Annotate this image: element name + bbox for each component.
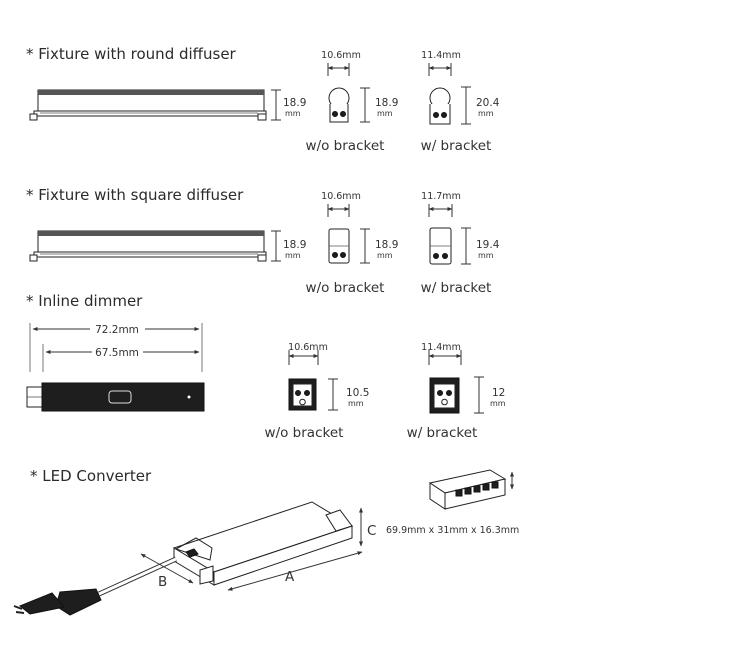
side-height-value: 18.9 [283,97,306,109]
section-title: * LED Converter [30,467,152,485]
body-length-dimension: 67.5mm [42,344,200,372]
mains-plug [13,588,102,616]
side-height-unit: mm [285,251,301,260]
overall-length-value: 72.2mm [95,324,139,336]
side-height-dimension: 18.9 mm [271,230,306,262]
side-height-dimension: 18.9 mm [271,89,306,121]
height-unit: mm [348,399,364,408]
caption-without-bracket: w/o bracket [306,280,385,296]
overall-length-dimension: 72.2mm [29,323,203,372]
dimension-c: C [359,507,376,547]
section-title: * Inline dimmer [26,292,143,310]
width-value: 11.4mm [421,50,461,61]
section-round-diffuser: * Fixture with round diffuser 18.9 mm 10… [26,45,500,154]
converter-box [172,501,354,586]
section-title: * Fixture with round diffuser [26,45,237,63]
profile-without-bracket: 10.6mm 18.9 mm w/o bracket [306,50,399,154]
caption-with-bracket: w/ bracket [421,280,492,296]
height-value: 19.4 [476,239,500,251]
label-a: A [285,569,295,585]
height-value: 10.5 [346,387,369,399]
section-inline-dimmer: * Inline dimmer 72.2mm 67.5mm 10.6mm [26,292,506,441]
width-value: 10.6mm [288,342,328,353]
section-title: * Fixture with square diffuser [26,186,244,204]
converter-dimensions: 69.9mm x 31mm x 16.3mm [386,525,519,536]
side-height-value: 18.9 [283,239,306,251]
profile-without-bracket: 10.6mm 18.9 mm w/o bracket [306,191,399,296]
section-square-diffuser: * Fixture with square diffuser 18.9 mm 1… [26,186,500,296]
width-value: 10.6mm [321,50,361,61]
height-unit: mm [377,251,393,260]
side-height-unit: mm [285,109,301,118]
width-value: 11.4mm [421,342,461,353]
section-led-converter: * LED Converter [13,467,519,616]
height-unit: mm [377,109,393,118]
fixture-side-view [29,230,267,262]
height-unit: mm [490,399,506,408]
width-value: 10.6mm [321,191,361,202]
body-length-value: 67.5mm [95,347,139,359]
label-b: B [158,574,167,590]
profile-with-bracket: 11.7mm 19.4 mm w/ bracket [421,191,500,296]
label-c: C [367,523,376,539]
dimmer-side-view [26,382,205,412]
dimension-a: A [227,551,363,591]
height-value: 18.9 [375,97,398,109]
height-value: 18.9 [375,239,398,251]
height-value: 20.4 [476,97,500,109]
height-value: 12 [492,387,505,399]
profile-with-bracket: 11.4mm 12 mm w/ bracket [407,342,506,441]
connector-block [428,469,514,510]
width-value: 11.7mm [421,191,461,202]
caption-with-bracket: w/ bracket [421,138,492,154]
profile-without-bracket: 10.6mm 10.5 mm w/o bracket [265,342,370,441]
caption-without-bracket: w/o bracket [265,425,344,441]
profile-with-bracket: 11.4mm 20.4 mm w/ bracket [421,50,500,154]
fixture-side-view [29,89,267,121]
height-unit: mm [478,251,494,260]
height-unit: mm [478,109,494,118]
caption-with-bracket: w/ bracket [407,425,478,441]
caption-without-bracket: w/o bracket [306,138,385,154]
dimension-b: B [140,553,194,590]
